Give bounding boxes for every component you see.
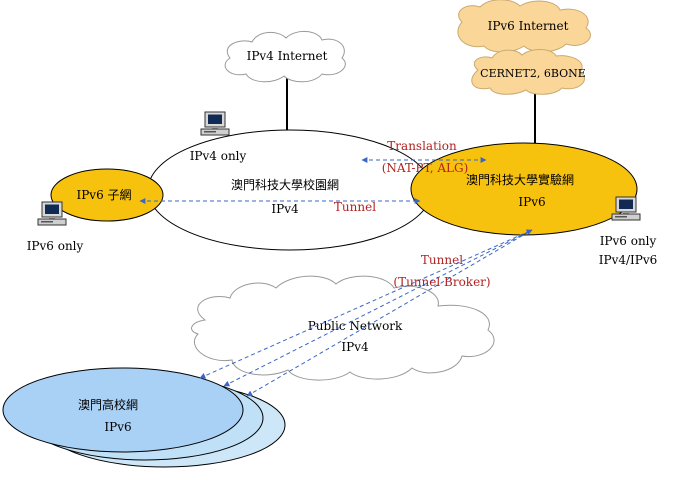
computer-icon: [37, 201, 67, 226]
broker-tunnel-line-3: [246, 229, 533, 397]
ipv6-subnet: IPv6 子網: [50, 168, 164, 222]
tunnel-broker-label: (Tunnel Broker): [393, 275, 490, 289]
ipv4-internet-cloud: IPv4 Internet: [224, 31, 346, 83]
public-network-label: Public Network: [308, 319, 403, 333]
lab-network-protocol: IPv6: [518, 195, 545, 209]
cernet-cloud: CERNET2, 6BONE: [471, 49, 586, 95]
campus-host-label: IPv4 only: [190, 149, 247, 163]
subnet-host-label: IPv6 only: [27, 239, 84, 253]
lab-host-label-2: IPv4/IPv6: [599, 253, 658, 267]
translation-label: Translation: [387, 139, 457, 153]
cernet-label: CERNET2, 6BONE: [480, 67, 586, 80]
macau-hei-network-label: 澳門高校網: [78, 397, 138, 412]
broker-tunnel-line-2: [223, 229, 533, 387]
ipv6-internet-cloud: IPv6 Internet: [457, 0, 591, 53]
ipv6-subnet-label: IPv6 子網: [76, 188, 131, 202]
lab-network: 澳門科技大學實驗網 IPv6: [410, 142, 638, 236]
lab-network-label: 澳門科技大學實驗網: [466, 172, 574, 187]
macau-hei-network-protocol: IPv6: [104, 420, 131, 434]
public-network-cloud: Public Network IPv4: [191, 275, 495, 381]
broker-tunnel-label: Tunnel: [421, 253, 463, 267]
public-network-protocol: IPv4: [341, 340, 369, 354]
computer-icon: [200, 111, 230, 136]
computer-icon: [611, 196, 641, 221]
macau-hei-network: 澳門高校網 IPv6: [2, 367, 286, 468]
ipv4-internet-label: IPv4 Internet: [247, 49, 328, 63]
broker-tunnel-line-1: [199, 229, 533, 379]
campus-network-protocol: IPv4: [271, 202, 299, 216]
lab-host-label-1: IPv6 only: [600, 234, 657, 248]
tunnel-label: Tunnel: [334, 200, 376, 214]
campus-network: 澳門科技大學校園網 IPv4: [147, 129, 433, 251]
ipv6-internet-label: IPv6 Internet: [488, 19, 569, 33]
translation-method-label: (NAT-PT, ALG): [382, 161, 469, 175]
campus-network-label: 澳門科技大學校園網: [231, 177, 339, 192]
